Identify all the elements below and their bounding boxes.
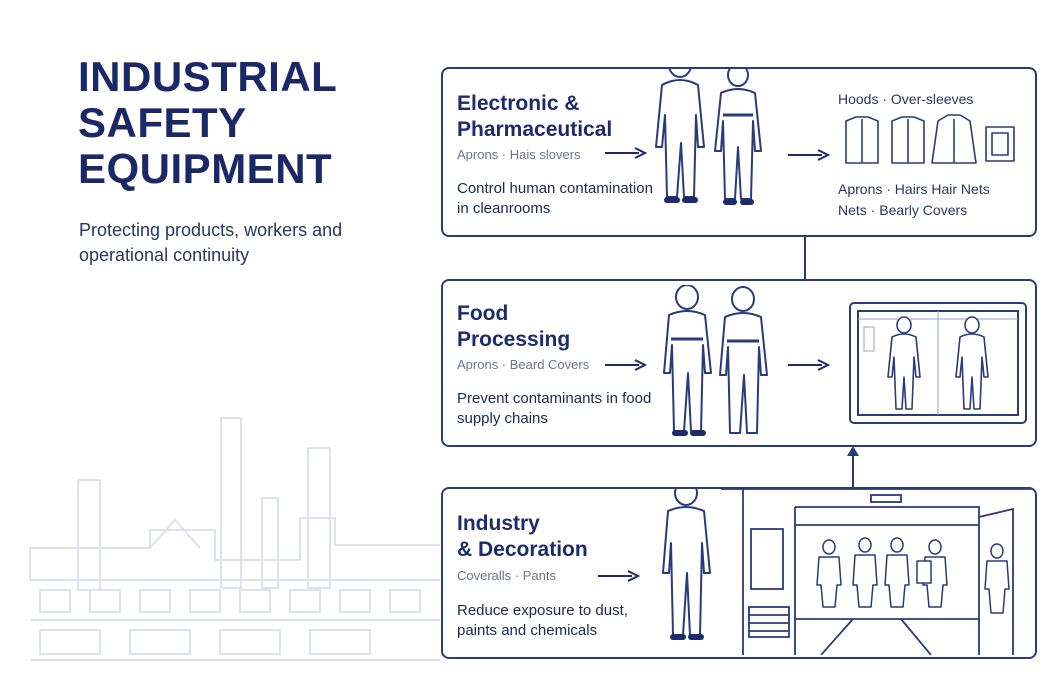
panel-electronic-pharmaceutical[interactable]: Electronic & Pharmaceutical Aprons · Hai… [441,67,1037,237]
cleanroom-window-icon [849,302,1027,424]
panel-title: Electronic & Pharmaceutical [457,91,612,143]
panel-description: Reduce exposure to dust, paints and chem… [457,602,628,639]
panel-bottom-label-line-2: Nets · Bearly Covers [838,202,968,218]
panel-top-label: Hoods · Over-sleeves [838,91,974,107]
arrow-right-icon [598,570,640,582]
title-line-1: INDUSTRIAL [78,53,338,100]
panel-title: Food Processing [457,301,570,353]
arrow-right-icon [605,147,647,159]
panel-title-line-1: Electronic & [457,92,580,115]
title-line-3: EQUIPMENT [78,145,333,192]
panel-tags: Coveralls · Pants [457,568,556,583]
arrow-right-icon [788,149,830,161]
panel-description: Control human contamination in cleanroom… [457,180,653,217]
panel-title-line-2: Pharmaceutical [457,118,613,141]
jacket-icon [845,114,1015,164]
panel-tags: Aprons · Beard Covers [457,357,590,372]
panel-title: Industry & Decoration [457,511,588,563]
panel-title-line-2: & Decoration [457,538,588,561]
panel-title-line-2: Processing [457,328,571,351]
page-title: INDUSTRIAL SAFETY EQUIPMENT [78,54,337,192]
panel-title-line-1: Food [457,302,509,325]
panel-bottom-label: Aprons · Hairs Hair Nets Nets · Bearly C… [838,179,990,221]
panel-title-line-1: Industry [457,512,540,535]
panel-description: Prevent contaminants in food supply chai… [457,390,652,427]
panel-bottom-label-line-1: Aprons · Hairs Hair Nets [838,181,990,197]
arrow-right-icon [788,359,830,371]
coverall-worker-icon [655,69,762,205]
panel-industry-decoration[interactable]: Industry & Decoration Coveralls · Pants … [441,487,1037,659]
panel-tags: Aprons · Hais slovers [457,147,581,162]
connector-line-top [804,233,806,283]
arrow-up-icon [847,446,859,490]
panel-food-processing[interactable]: Food Processing Aprons · Beard Covers Pr… [441,279,1037,447]
title-line-2: SAFETY [78,99,247,146]
coverall-worker-icon [662,489,711,640]
arrow-right-icon [605,359,647,371]
page-subtitle: Protecting products, workers and operati… [79,220,343,265]
coverall-worker-icon [663,285,768,436]
workshop-scene-icon [721,489,1033,655]
